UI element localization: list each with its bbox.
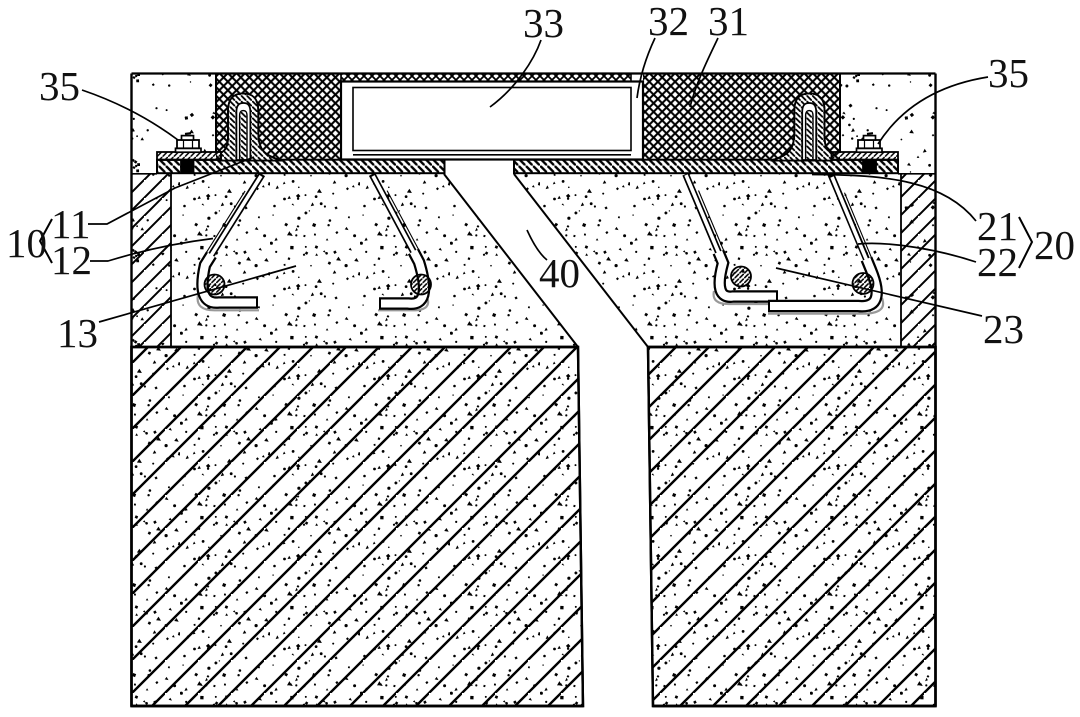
svg-text:33: 33 bbox=[523, 0, 564, 46]
svg-text:35: 35 bbox=[988, 50, 1029, 96]
svg-text:20: 20 bbox=[1034, 222, 1075, 268]
svg-text:40: 40 bbox=[539, 250, 580, 296]
svg-text:31: 31 bbox=[708, 0, 749, 44]
svg-text:10: 10 bbox=[6, 220, 47, 266]
svg-text:23: 23 bbox=[983, 306, 1024, 352]
svg-text:32: 32 bbox=[648, 0, 689, 44]
svg-text:12: 12 bbox=[51, 237, 92, 283]
svg-text:13: 13 bbox=[57, 310, 98, 356]
svg-text:21: 21 bbox=[977, 203, 1018, 249]
svg-text:11: 11 bbox=[51, 201, 90, 247]
svg-text:22: 22 bbox=[977, 239, 1018, 285]
svg-text:35: 35 bbox=[39, 63, 80, 109]
